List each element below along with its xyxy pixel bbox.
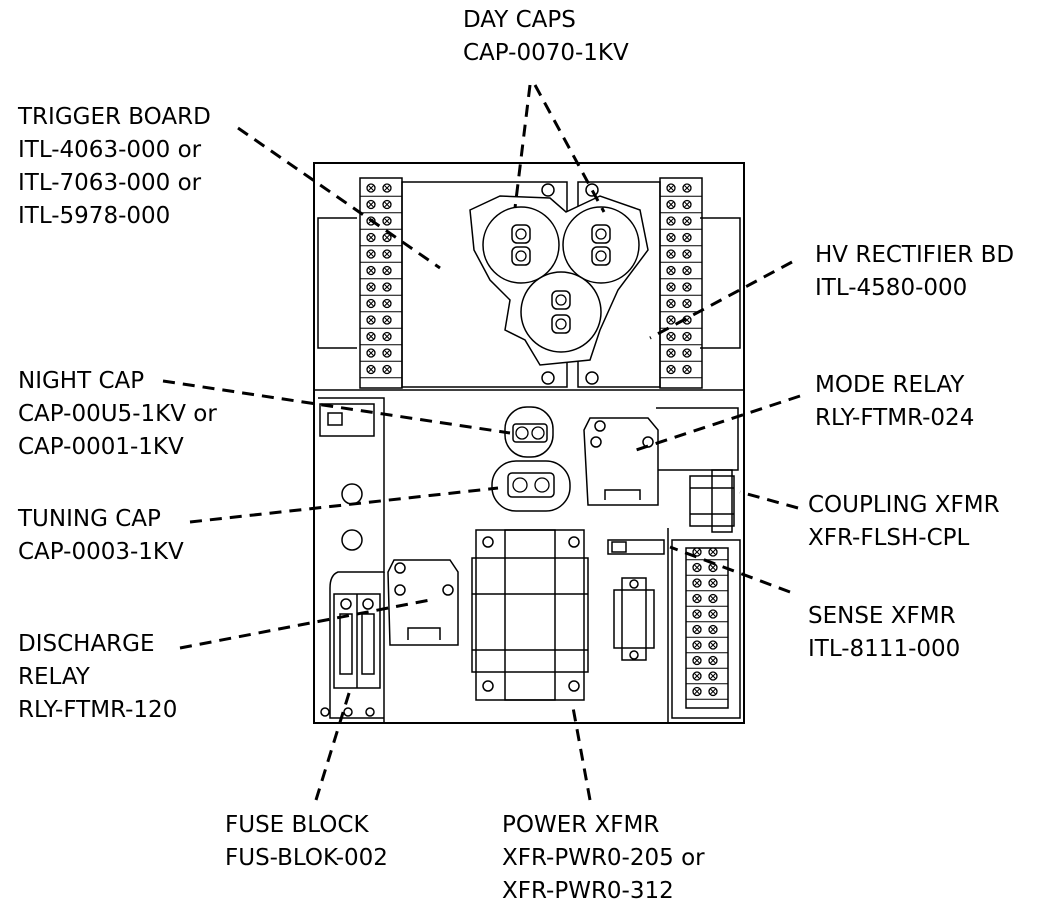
svg-text:NIGHT CAP: NIGHT CAP: [18, 368, 144, 394]
sense-xfmr: [607, 539, 665, 555]
label-hv-rectifier: HV RECTIFIER BD ITL-4580-000: [815, 242, 1014, 301]
svg-text:RELAY: RELAY: [18, 664, 91, 690]
svg-text:CAP-0070-1KV: CAP-0070-1KV: [463, 40, 629, 66]
grommet-icon: [341, 529, 363, 551]
svg-text:XFR-FLSH-CPL: XFR-FLSH-CPL: [808, 525, 970, 551]
cap-terminal-icon: [555, 318, 567, 330]
cap-terminal-icon: [595, 228, 607, 240]
svg-text:XFR-PWR0-205 or: XFR-PWR0-205 or: [502, 845, 705, 871]
mounting-plate: [313, 162, 745, 724]
label-day-caps: DAY CAPS CAP-0070-1KV: [463, 7, 629, 66]
cap-terminal-icon: [515, 250, 527, 262]
grommet-icon: [341, 483, 363, 505]
svg-text:MODE RELAY: MODE RELAY: [815, 372, 965, 398]
svg-text:ITL-5978-000: ITL-5978-000: [18, 203, 170, 229]
svg-text:DISCHARGE: DISCHARGE: [18, 631, 155, 657]
svg-text:CAP-00U5-1KV or: CAP-00U5-1KV or: [18, 401, 217, 427]
label-trigger-board: TRIGGER BOARD ITL-4063-000 or ITL-7063-0…: [17, 104, 211, 229]
svg-text:CAP-0003-1KV: CAP-0003-1KV: [18, 539, 184, 565]
tuning-cap: [491, 460, 571, 512]
fuse-block: [320, 593, 381, 717]
svg-text:TRIGGER BOARD: TRIGGER BOARD: [17, 104, 211, 130]
svg-text:POWER XFMR: POWER XFMR: [502, 812, 659, 838]
svg-text:ITL-4580-000: ITL-4580-000: [815, 275, 967, 301]
power-xfmr: [471, 529, 589, 701]
day-caps: [469, 195, 649, 366]
coupling-xfmr: [689, 469, 735, 533]
keyhole-slot-icon: [585, 371, 599, 385]
keyhole-slot-icon: [585, 183, 599, 197]
label-night-cap: NIGHT CAP CAP-00U5-1KV or CAP-0001-1KV: [18, 368, 217, 460]
svg-text:SENSE XFMR: SENSE XFMR: [808, 603, 956, 629]
svg-text:RLY-FTMR-120: RLY-FTMR-120: [18, 697, 177, 723]
label-discharge-relay: DISCHARGE RELAY RLY-FTMR-120: [18, 631, 177, 723]
cap-terminal-icon: [515, 228, 527, 240]
svg-text:ITL-4063-000 or: ITL-4063-000 or: [18, 137, 202, 163]
svg-text:RLY-FTMR-024: RLY-FTMR-024: [815, 405, 974, 431]
label-mode-relay: MODE RELAY RLY-FTMR-024: [815, 372, 974, 431]
svg-text:FUS-BLOK-002: FUS-BLOK-002: [225, 845, 388, 871]
svg-text:COUPLING XFMR: COUPLING XFMR: [808, 492, 1000, 518]
svg-text:XFR-PWR0-312: XFR-PWR0-312: [502, 878, 674, 904]
svg-text:HV RECTIFIER BD: HV RECTIFIER BD: [815, 242, 1014, 268]
label-power-xfmr: POWER XFMR XFR-PWR0-205 or XFR-PWR0-312: [502, 812, 705, 904]
svg-text:DAY CAPS: DAY CAPS: [463, 7, 576, 33]
svg-text:ITL-8111-000: ITL-8111-000: [808, 636, 960, 662]
keyhole-slot-icon: [541, 183, 555, 197]
svg-text:TUNING CAP: TUNING CAP: [17, 506, 161, 532]
label-tuning-cap: TUNING CAP CAP-0003-1KV: [17, 506, 184, 565]
cap-terminal-icon: [595, 250, 607, 262]
aux-transformer: [613, 577, 655, 661]
label-coupling-xfmr: COUPLING XFMR XFR-FLSH-CPL: [808, 492, 1000, 551]
label-fuse-block: FUSE BLOCK FUS-BLOK-002: [225, 812, 388, 871]
cap-terminal-icon: [555, 294, 567, 306]
svg-text:FUSE BLOCK: FUSE BLOCK: [225, 812, 369, 838]
hv-rectifier-board: [577, 177, 703, 389]
mode-relay: [583, 417, 659, 506]
terminal-strip: [685, 547, 729, 709]
label-sense-xfmr: SENSE XFMR ITL-8111-000: [808, 603, 960, 662]
leader-lines: [162, 84, 801, 801]
keyhole-slot-icon: [541, 371, 555, 385]
night-cap: [504, 406, 554, 458]
svg-text:CAP-0001-1KV: CAP-0001-1KV: [18, 434, 184, 460]
svg-text:ITL-7063-000 or: ITL-7063-000 or: [18, 170, 202, 196]
